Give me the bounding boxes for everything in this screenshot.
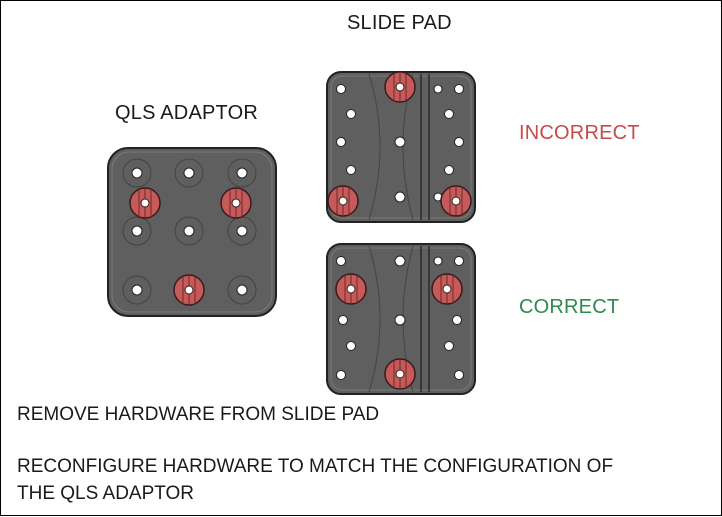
incorrect-label: INCORRECT xyxy=(519,122,640,144)
qls-adaptor-plate xyxy=(107,147,277,317)
slide-pad-correct xyxy=(326,243,476,395)
instruction-reconfigure-cont: THE QLS ADAPTOR xyxy=(17,483,195,504)
correct-label: CORRECT xyxy=(519,296,620,318)
instruction-remove: REMOVE HARDWARE FROM SLIDE PAD xyxy=(17,404,380,425)
slide-pad-incorrect xyxy=(326,71,476,223)
qls-adaptor-label: QLS ADAPTOR xyxy=(115,102,258,124)
slide-pad-label: SLIDE PAD xyxy=(347,12,452,34)
instruction-reconfigure: RECONFIGURE HARDWARE TO MATCH THE CONFIG… xyxy=(17,456,614,477)
